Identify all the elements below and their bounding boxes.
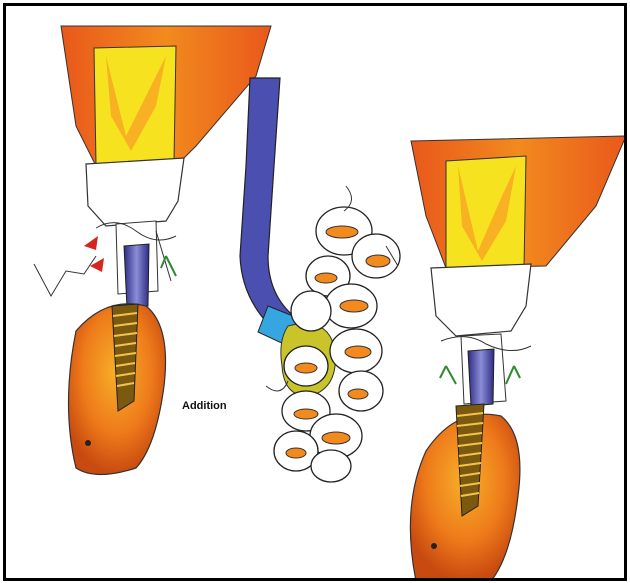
figure-frame: Addition [3,3,627,581]
addition-label: Addition [182,400,227,412]
right-green-arrow-left [440,366,456,384]
left-implant-head [124,244,149,308]
right-green-arrow-right [506,366,520,384]
right-crown-white [431,264,531,336]
delivery-tube [240,78,296,338]
left-bone-crack-lines [34,256,96,296]
center-graft-group [240,78,400,482]
right-bone-dot [431,543,437,549]
left-bone-dot [85,440,91,446]
left-crown-white [86,158,184,226]
dental-implant-illustration [6,6,624,578]
left-red-arrow-2 [90,258,104,272]
right-implant-head [468,349,494,406]
left-red-arrow-1 [84,236,98,250]
left-tooth-group [34,26,271,475]
right-tooth-group [410,136,624,578]
